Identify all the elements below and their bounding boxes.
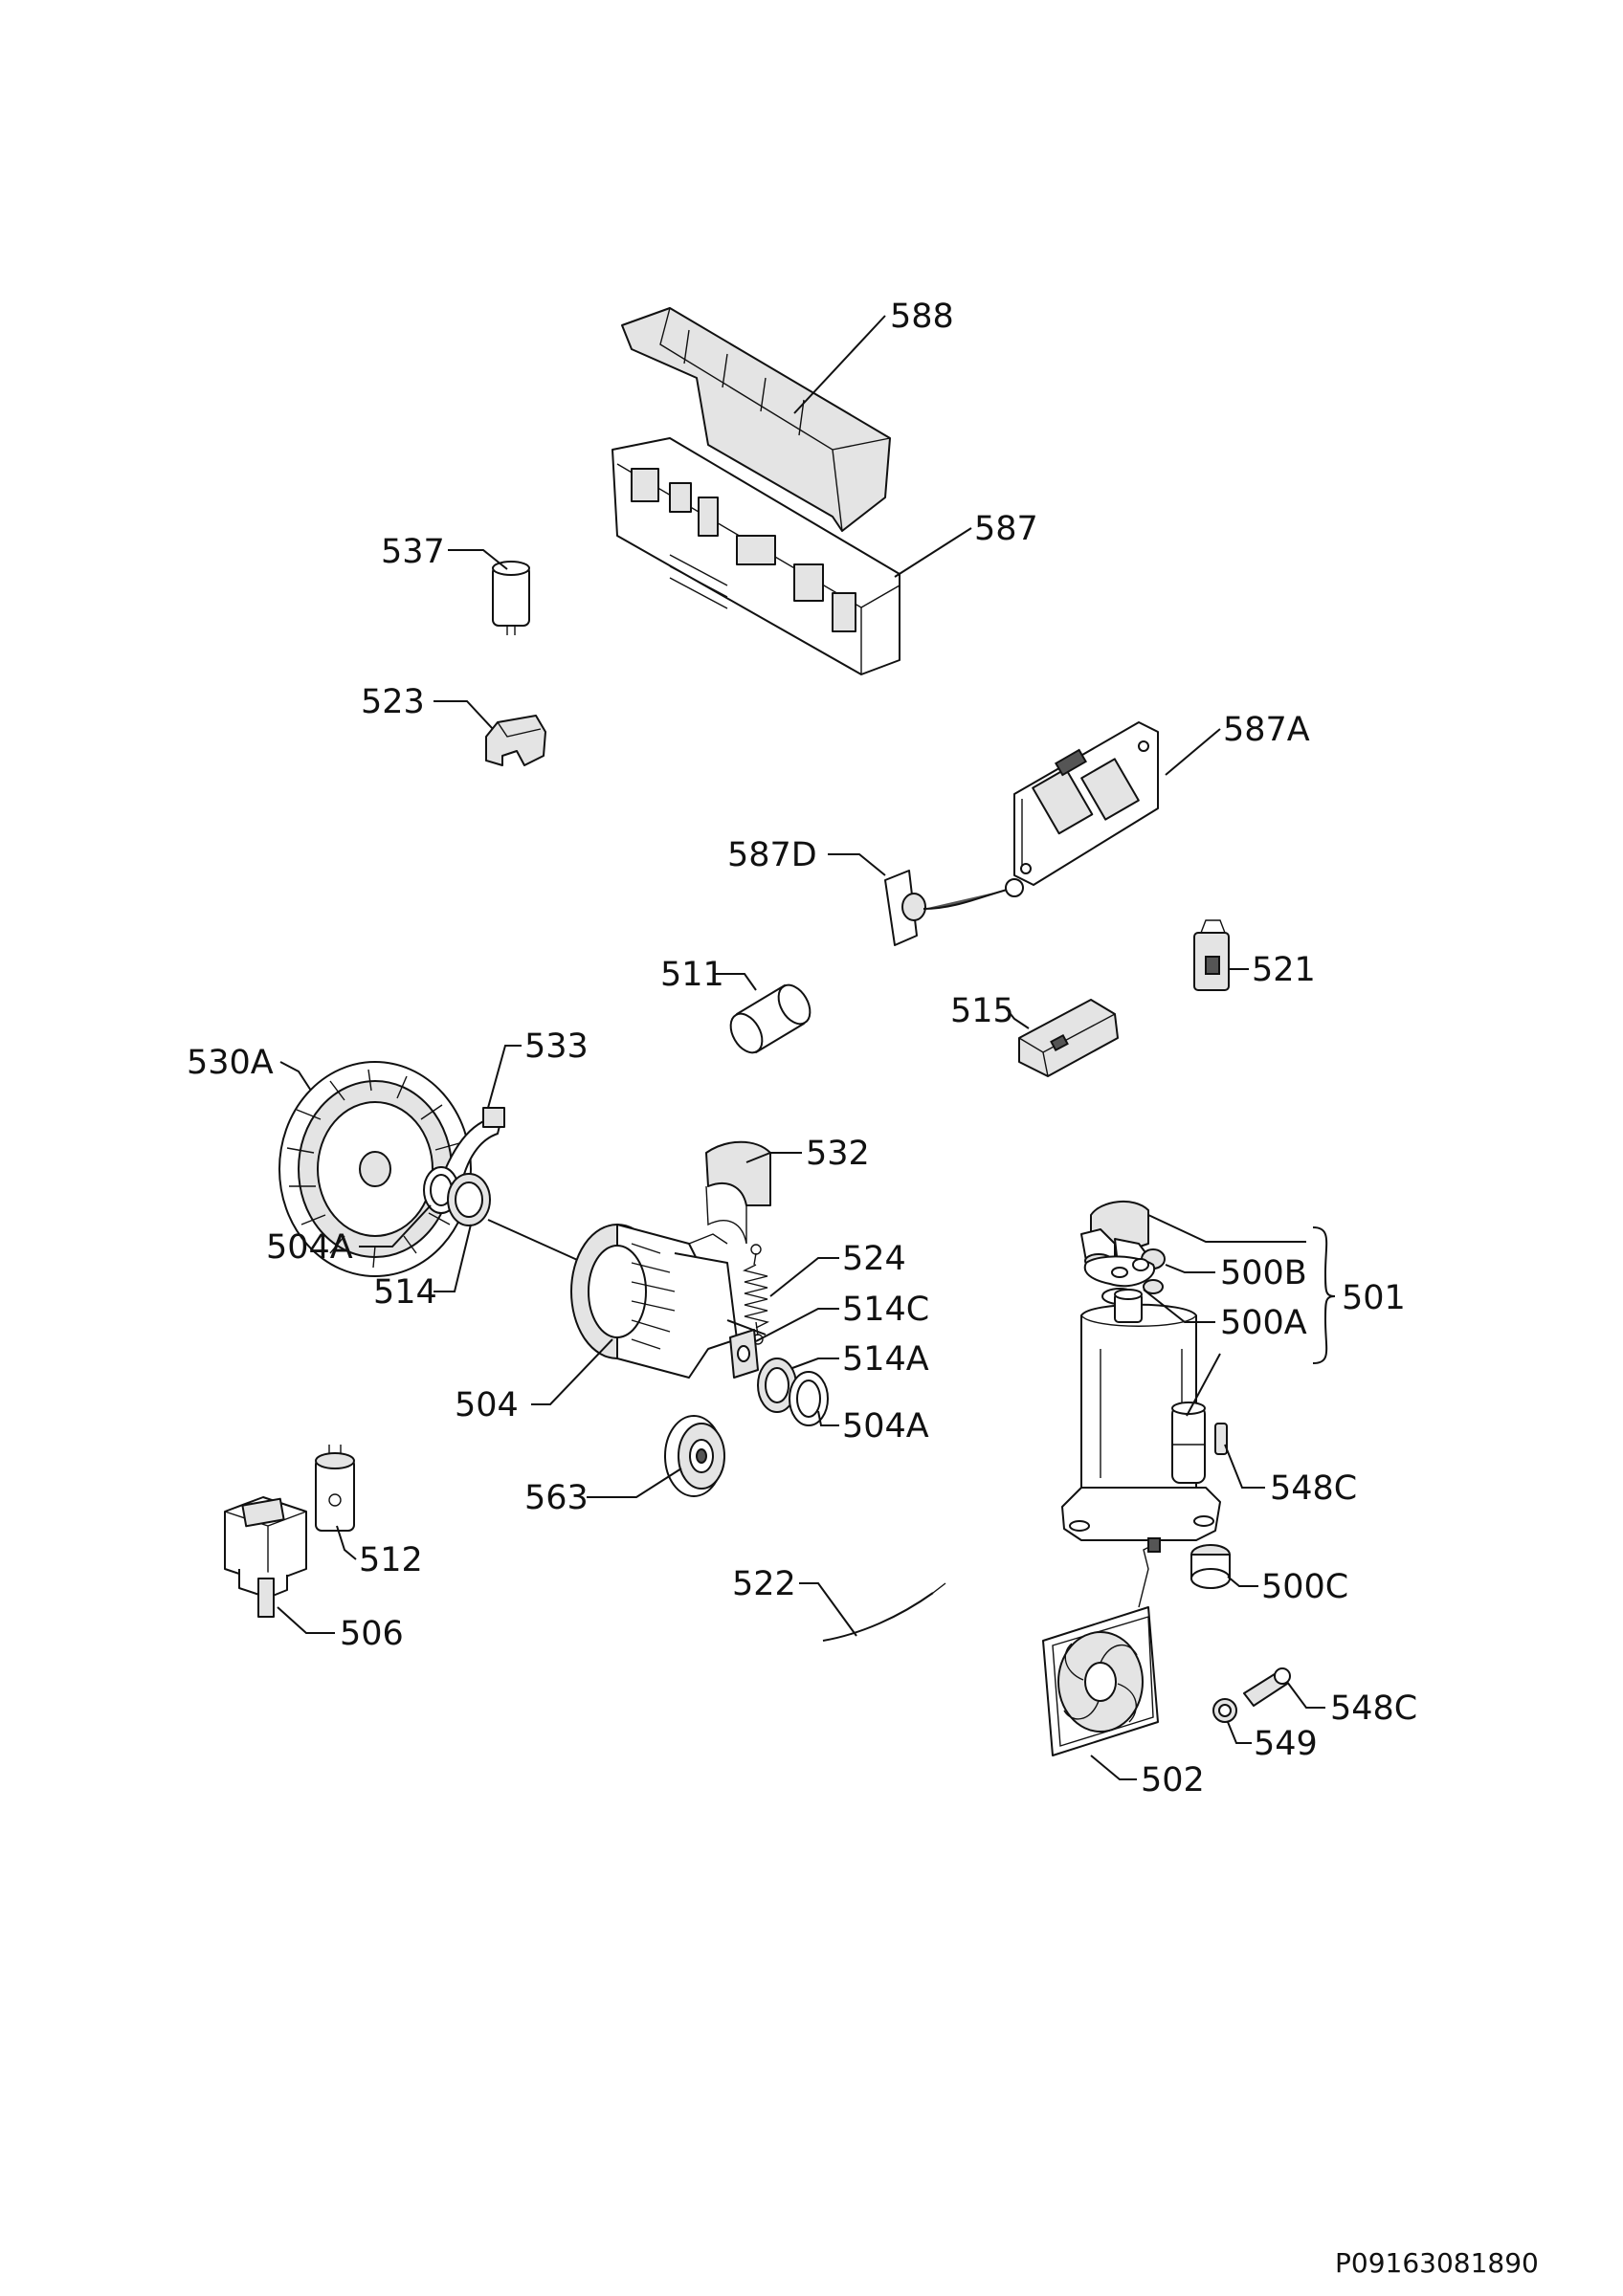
label-514A: 514A	[842, 1340, 929, 1379]
label-522: 522	[732, 1565, 796, 1603]
part-549-plug	[1212, 1698, 1237, 1723]
label-532: 532	[806, 1135, 870, 1173]
part-514-ring	[447, 1173, 491, 1226]
label-514C: 514C	[842, 1291, 929, 1329]
label-515: 515	[950, 992, 1014, 1030]
label-500A: 500A	[1220, 1304, 1307, 1342]
label-521: 521	[1252, 951, 1316, 989]
label-504A-left: 504A	[266, 1228, 353, 1267]
label-588: 588	[890, 298, 954, 336]
bracket-501	[1312, 1226, 1336, 1364]
label-514: 514	[373, 1273, 437, 1312]
part-588-cover	[621, 307, 891, 532]
label-500B: 500B	[1220, 1254, 1307, 1292]
part-563-pulley	[664, 1415, 725, 1497]
part-506-pump	[224, 1496, 307, 1618]
label-548C-bottom: 548C	[1330, 1689, 1417, 1728]
document-id: P09163081890	[1335, 2247, 1539, 2279]
part-523-clip	[485, 715, 546, 766]
part-511-capacitor	[729, 983, 812, 1054]
label-530A: 530A	[187, 1044, 274, 1082]
label-563: 563	[524, 1479, 589, 1517]
part-514A-ring	[757, 1358, 797, 1413]
label-501: 501	[1342, 1279, 1406, 1317]
part-522-strip	[822, 1582, 946, 1642]
label-506: 506	[340, 1615, 404, 1653]
part-587-control-module	[611, 437, 900, 675]
label-587A: 587A	[1223, 711, 1310, 749]
label-504: 504	[455, 1386, 519, 1424]
label-548C-top: 548C	[1270, 1469, 1357, 1508]
label-537: 537	[381, 533, 445, 571]
label-524: 524	[842, 1240, 906, 1278]
label-533: 533	[524, 1027, 589, 1066]
label-511: 511	[660, 956, 724, 994]
label-502: 502	[1141, 1761, 1205, 1799]
part-labels: 588 587 537 523 587A 587D 511 521 515 53…	[187, 298, 1417, 1799]
part-515-connector	[1018, 999, 1119, 1077]
part-514C-washer	[729, 1329, 759, 1379]
part-504-motor	[487, 1219, 767, 1379]
part-502-fan	[1042, 1537, 1161, 1756]
part-512-capacitor	[315, 1445, 355, 1532]
label-523: 523	[361, 683, 425, 721]
part-504A-ring-right	[789, 1371, 829, 1426]
part-533-clip	[441, 1107, 505, 1185]
part-587A-pcb	[1013, 721, 1159, 886]
part-501-compressor	[1061, 1200, 1231, 1589]
label-587D: 587D	[727, 836, 817, 874]
part-530A-fan-wheel	[278, 1061, 472, 1277]
part-532-shell	[705, 1140, 771, 1245]
part-521-sensor	[1193, 919, 1230, 991]
part-537-capacitor	[492, 561, 530, 635]
leader-lines	[277, 315, 1325, 1780]
part-548C-sensor-bottom	[1243, 1667, 1291, 1707]
label-504A-right: 504A	[842, 1407, 929, 1446]
label-500C: 500C	[1261, 1568, 1348, 1606]
label-512: 512	[359, 1541, 423, 1579]
label-549: 549	[1254, 1725, 1318, 1763]
label-587: 587	[974, 510, 1038, 548]
part-587D-sensor	[884, 870, 1024, 946]
part-524-spring	[742, 1244, 770, 1345]
